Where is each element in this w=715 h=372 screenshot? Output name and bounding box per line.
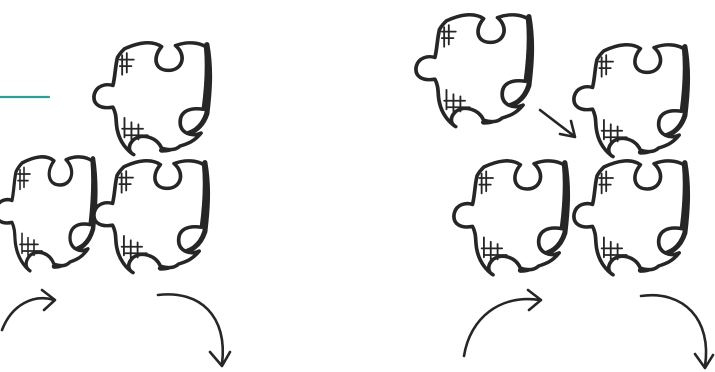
puzzle-piece-icon — [94, 161, 208, 273]
puzzle-piece-icon — [454, 161, 568, 275]
curved-arrow-icon — [2, 290, 55, 330]
straight-arrow-icon — [540, 110, 575, 137]
puzzle-piece-icon — [416, 15, 532, 127]
puzzle-piece-icon — [574, 161, 688, 275]
curved-arrow-icon — [641, 295, 713, 368]
curved-arrow-icon — [158, 294, 230, 366]
curved-arrow-icon — [464, 290, 541, 356]
puzzle-piece-icon — [94, 43, 210, 155]
puzzle-piece-icon — [574, 45, 688, 157]
puzzle-piece-icon — [0, 157, 95, 271]
